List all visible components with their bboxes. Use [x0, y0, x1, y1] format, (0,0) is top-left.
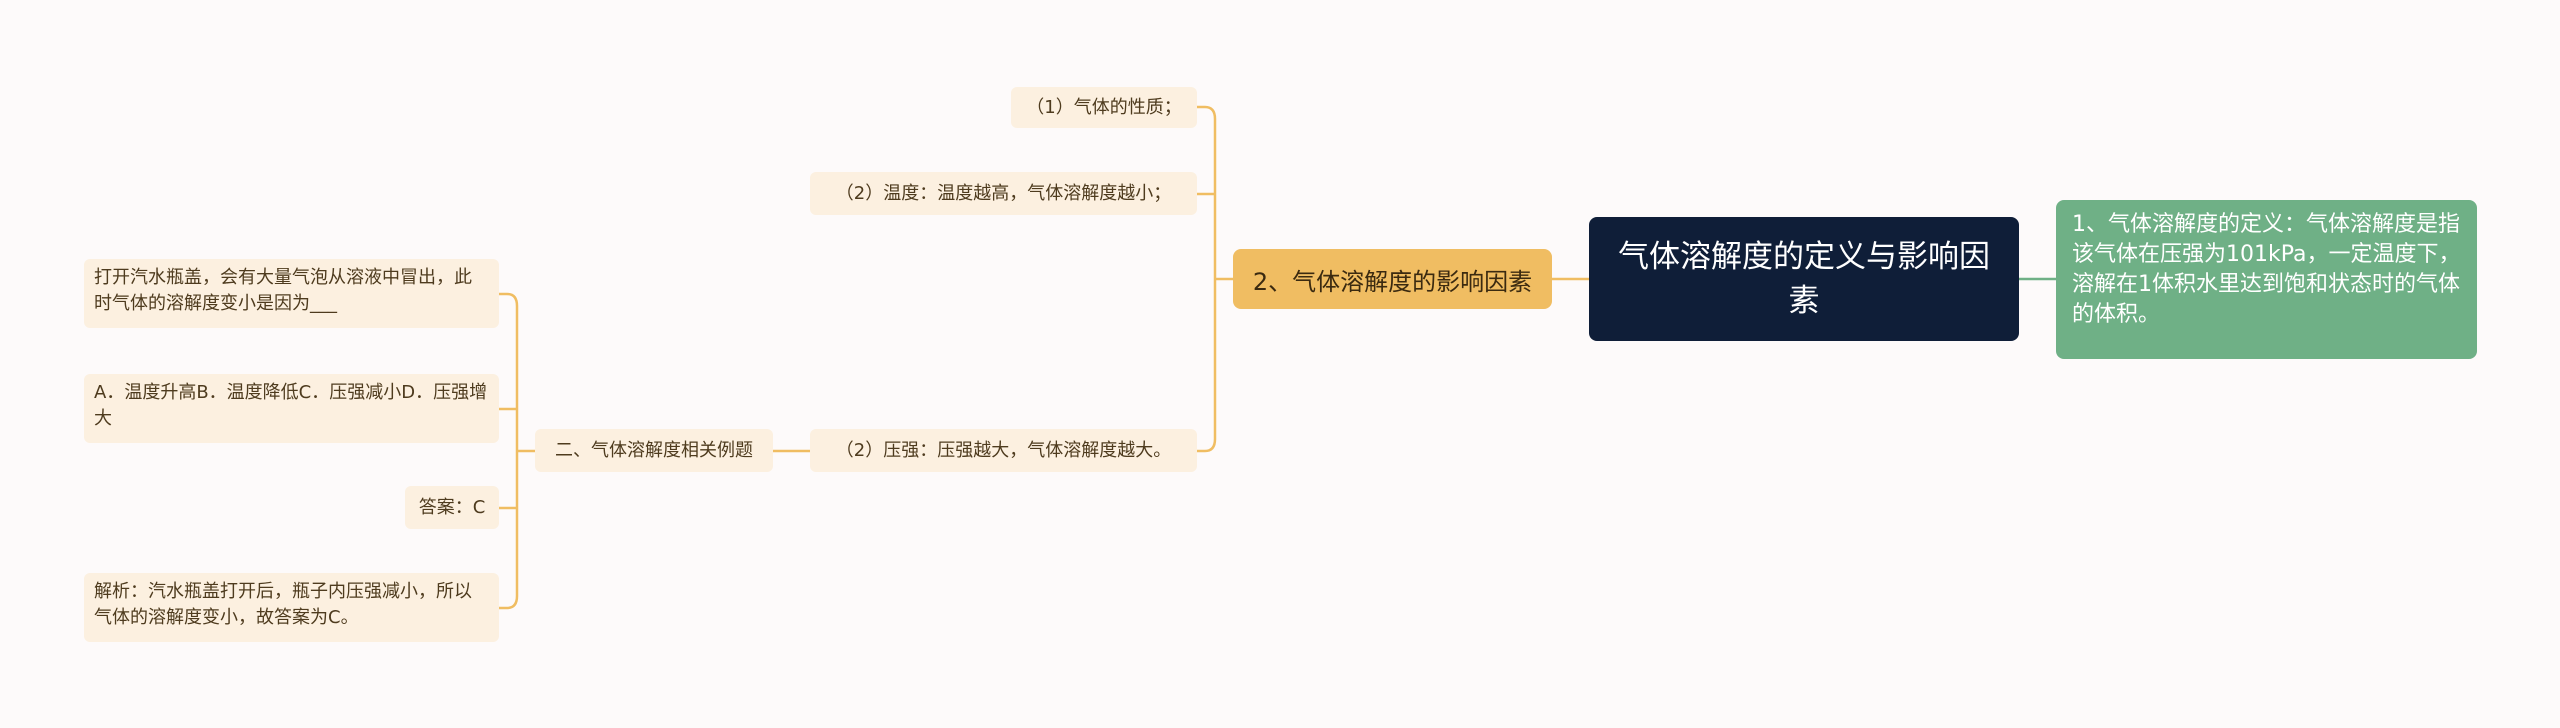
connector-factors-item-3: [1197, 279, 1217, 453]
factor-item-label: （1）气体的性质；: [1026, 96, 1182, 118]
example-answer-text: 答案：C: [418, 496, 486, 518]
definition-text: 1、气体溶解度的定义：气体溶解度是指该气体在压强为101kPa，一定温度下，溶解…: [2072, 212, 2461, 327]
example-explanation-text: 解析：汽水瓶盖打开后，瓶子内压强减小，所以气体的溶解度变小，故答案为C。: [94, 581, 472, 628]
factor-item-label: （2）压强：压强越大，气体溶解度越大。: [835, 439, 1172, 461]
example-options-text: A．温度升高B．温度降低C．压强减小D．压强增大: [94, 382, 488, 429]
example-question[interactable]: 打开汽水瓶盖，会有大量气泡从溶液中冒出，此时气体的溶解度变小是因为___: [84, 259, 499, 328]
example-answer[interactable]: 答案：C: [405, 486, 499, 529]
factor-item-pressure[interactable]: （2）压强：压强越大，气体溶解度越大。: [810, 429, 1197, 472]
example-options[interactable]: A．温度升高B．温度降低C．压强减小D．压强增大: [84, 374, 499, 443]
factor-item-temperature[interactable]: （2）温度：温度越高，气体溶解度越小；: [810, 172, 1197, 215]
examples-node[interactable]: 二、气体溶解度相关例题: [535, 429, 773, 472]
example-explanation[interactable]: 解析：汽水瓶盖打开后，瓶子内压强减小，所以气体的溶解度变小，故答案为C。: [84, 573, 499, 642]
connector-examples-item-4: [499, 451, 519, 610]
example-question-text: 打开汽水瓶盖，会有大量气泡从溶液中冒出，此时气体的溶解度变小是因为___: [94, 267, 472, 314]
root-title: 气体溶解度的定义与影响因素: [1618, 239, 1990, 319]
connector-factors-item-1: [1197, 105, 1217, 279]
root-node[interactable]: 气体溶解度的定义与影响因素: [1589, 217, 2019, 341]
connector-examples-item-1: [499, 292, 519, 451]
factors-node[interactable]: 2、气体溶解度的影响因素: [1233, 249, 1552, 309]
factor-item-gas-nature[interactable]: （1）气体的性质；: [1011, 87, 1197, 128]
definition-node[interactable]: 1、气体溶解度的定义：气体溶解度是指该气体在压强为101kPa，一定温度下，溶解…: [2056, 200, 2477, 359]
factors-label: 2、气体溶解度的影响因素: [1252, 267, 1533, 296]
examples-label: 二、气体溶解度相关例题: [555, 439, 753, 461]
factor-item-label: （2）温度：温度越高，气体溶解度越小；: [835, 182, 1172, 204]
